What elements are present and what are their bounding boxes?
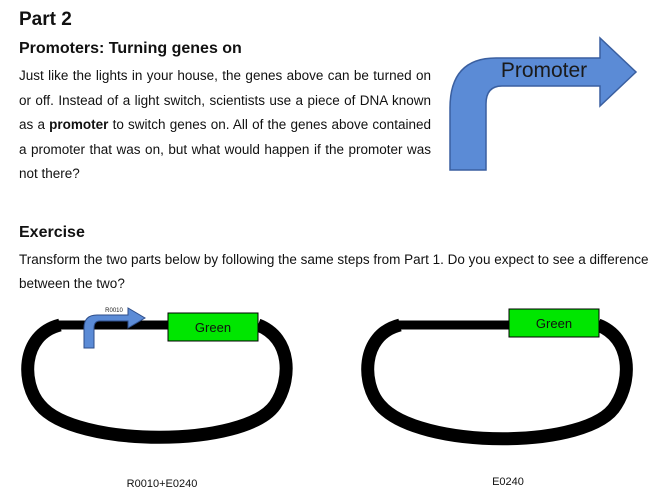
plasmid-2: Green E0240 bbox=[361, 308, 633, 488]
plasmid-2-gene-box bbox=[508, 308, 600, 338]
promoter-arrow-label: Promoter bbox=[501, 59, 587, 82]
intro-paragraph: Just like the lights in your house, the … bbox=[19, 64, 431, 187]
plasmid-1-caption: R0010+E0240 bbox=[127, 478, 198, 490]
plasmid-1-backbone bbox=[21, 318, 293, 444]
exercise-title: Exercise bbox=[19, 224, 85, 241]
plasmid-1: R0010 Green R0010+E0240 bbox=[21, 307, 293, 490]
intro-text-end: to switch genes on. All of the genes abo… bbox=[19, 117, 431, 181]
plasmid-2-caption: E0240 bbox=[492, 476, 524, 488]
plasmid-1-promoter-label: R0010 bbox=[105, 308, 123, 314]
plasmid-1-gene-label: Green bbox=[195, 320, 231, 335]
intro-text-start: Just like the lights in your house, the … bbox=[19, 68, 431, 132]
part-title: Part 2 bbox=[19, 9, 72, 30]
section-subtitle: Promoters: Turning genes on bbox=[19, 40, 242, 57]
intro-bold-term: promoter bbox=[49, 117, 109, 132]
promoter-arrow-graphic: Promoter bbox=[449, 36, 638, 171]
plasmid-2-gene-label: Green bbox=[536, 316, 572, 331]
exercise-text: Transform the two parts below by followi… bbox=[19, 252, 649, 291]
plasmid-diagrams: R0010 Green R0010+E0240 Green E0240 bbox=[21, 307, 633, 490]
plasmid-1-promoter-arrow bbox=[83, 307, 146, 349]
promoter-arrow-shape bbox=[449, 36, 638, 171]
plasmid-2-backbone bbox=[361, 318, 633, 446]
plasmid-1-gene-box bbox=[167, 312, 259, 342]
